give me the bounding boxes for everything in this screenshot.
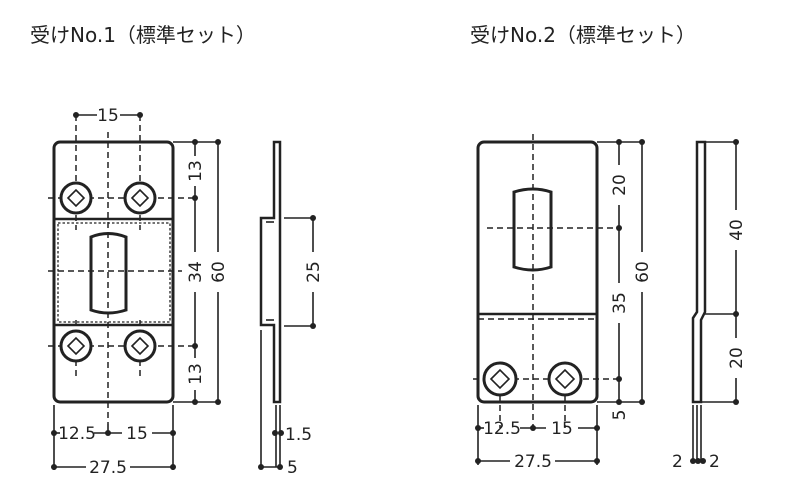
- dimension-label: 13: [186, 160, 206, 182]
- screw-icon: [123, 329, 157, 363]
- dimension-label: 27.5: [89, 458, 127, 478]
- dimension-label: 60: [633, 261, 653, 283]
- dimension-label: 1.5: [285, 425, 312, 445]
- screw-icon: [547, 361, 583, 397]
- dimension-label: 60: [209, 261, 229, 283]
- dimension-label: 5: [287, 458, 298, 478]
- dimension-label: 2: [709, 452, 720, 472]
- dimension-label: 35: [610, 292, 630, 314]
- strike1-dimensions: 15 13 34 13 60 12.5 15 27.5: [51, 106, 229, 478]
- dimension-label: 5: [610, 410, 630, 421]
- strike2-dimensions: 20 35 5 60 12.5 15 27.5: [475, 139, 653, 472]
- dimension-label: 25: [304, 261, 324, 283]
- screw-icon: [123, 181, 157, 215]
- dimension-label: 12.5: [58, 424, 96, 444]
- dimension-label: 13: [186, 363, 206, 385]
- screw-icon: [59, 329, 93, 363]
- dimension-label: 27.5: [514, 452, 552, 472]
- strike1-title: 受けNo.1（標準セット）: [30, 23, 256, 47]
- dimension-label: 2: [672, 452, 683, 472]
- strike1-side-view: 25 1.5 5: [258, 140, 324, 478]
- strike2-front-view: [473, 134, 619, 428]
- dimension-label: 40: [727, 219, 747, 241]
- strike2-title: 受けNo.2（標準セット）: [470, 23, 696, 47]
- strike2-side-view: 40 20 2 2: [672, 139, 747, 472]
- dimension-label: 15: [126, 424, 148, 444]
- screw-icon: [59, 181, 93, 215]
- dimension-label: 20: [610, 174, 630, 196]
- screw-icon: [482, 361, 518, 397]
- dimension-label: 20: [727, 347, 747, 369]
- dimension-label: 15: [551, 419, 573, 439]
- dimension-label: 12.5: [483, 419, 521, 439]
- dimension-label: 15: [97, 106, 119, 126]
- dimension-label: 34: [186, 261, 206, 283]
- strike1-front-view: [48, 115, 195, 424]
